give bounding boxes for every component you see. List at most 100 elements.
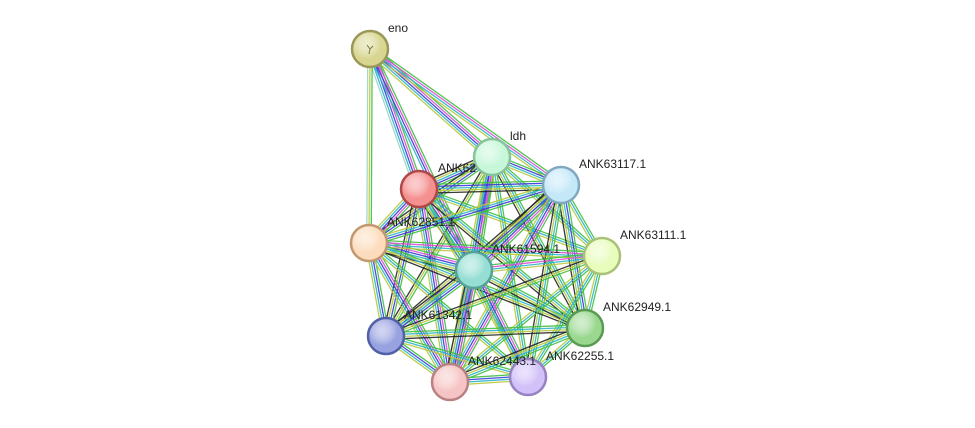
edge-line bbox=[446, 269, 472, 382]
edge-line bbox=[367, 51, 560, 189]
edge-line bbox=[372, 47, 478, 269]
edge-line bbox=[369, 185, 562, 245]
edge-line bbox=[448, 324, 585, 380]
edge-ank62-ank62949-1 bbox=[416, 185, 588, 332]
node-shading bbox=[567, 310, 603, 346]
edge-line bbox=[473, 269, 529, 378]
edge-line bbox=[384, 188, 419, 336]
edge-line bbox=[366, 51, 490, 161]
edge-eno-ank62 bbox=[365, 47, 424, 191]
node-ank62949-1[interactable] bbox=[565, 308, 605, 348]
edge-line bbox=[368, 49, 561, 187]
edge-eno-ank63117-1 bbox=[367, 45, 564, 189]
node-label-eno: eno bbox=[388, 21, 408, 35]
node-border bbox=[454, 250, 494, 290]
node-ank61342-1[interactable] bbox=[366, 316, 406, 356]
node-label-ank62443-1: ANK62443.1 bbox=[468, 354, 536, 368]
edge-line bbox=[475, 268, 531, 377]
edge-line bbox=[385, 255, 603, 337]
node-label-ank61594-1: ANK61594.1 bbox=[492, 242, 560, 256]
node-border bbox=[430, 362, 470, 402]
edge-line bbox=[558, 185, 584, 329]
edge-line bbox=[368, 48, 371, 244]
node-shading bbox=[474, 139, 510, 175]
edge-line bbox=[370, 48, 476, 270]
edge-line bbox=[369, 241, 603, 256]
edge-line bbox=[449, 255, 603, 383]
edge-line bbox=[370, 47, 563, 185]
edge-line bbox=[420, 188, 453, 382]
edge-line bbox=[417, 189, 585, 330]
edge-line bbox=[367, 181, 561, 241]
node-ank62443-1[interactable] bbox=[430, 362, 470, 402]
node-ldh[interactable] bbox=[472, 137, 512, 177]
edge-line bbox=[450, 330, 587, 386]
edge-eno-ank62851-1 bbox=[366, 48, 373, 244]
node-border bbox=[472, 137, 512, 177]
node-shading bbox=[543, 167, 579, 203]
node-ank61594-1[interactable] bbox=[454, 250, 494, 290]
node-border bbox=[350, 29, 390, 69]
edge-line bbox=[418, 188, 451, 383]
edge-line bbox=[364, 244, 447, 385]
node-label-ank62: ANK62 bbox=[438, 161, 476, 175]
nodes-layer bbox=[349, 29, 622, 402]
node-shading bbox=[432, 364, 468, 400]
structure-icon bbox=[366, 44, 374, 55]
edge-line bbox=[471, 270, 527, 379]
node-border bbox=[541, 165, 581, 205]
edge-line bbox=[527, 255, 603, 378]
edge-line bbox=[419, 187, 587, 328]
edge-line bbox=[473, 254, 602, 270]
edge-line bbox=[454, 271, 481, 384]
edge-line bbox=[385, 253, 602, 335]
edge-line bbox=[469, 271, 525, 380]
edge-line bbox=[366, 48, 369, 243]
edge-ank61594-1-ank62255-1 bbox=[469, 267, 533, 380]
node-label-ank62851-1: ANK62851.1 bbox=[387, 215, 455, 229]
edge-line bbox=[418, 179, 561, 186]
node-shading bbox=[584, 238, 620, 274]
edge-line bbox=[369, 240, 530, 376]
edge-line bbox=[443, 268, 470, 381]
edge-ank63117-1-ank62851-1 bbox=[367, 181, 563, 247]
edge-ank61342-1-ank62255-1 bbox=[385, 333, 529, 380]
edge-line bbox=[419, 188, 562, 195]
edge-line bbox=[372, 45, 496, 155]
edge-line bbox=[371, 48, 422, 189]
node-label-ank62949-1: ANK62949.1 bbox=[603, 300, 671, 314]
node-label-ank61342-1: ANK61342.1 bbox=[404, 308, 472, 322]
node-ank62255-1[interactable] bbox=[508, 357, 548, 397]
edge-line bbox=[529, 256, 605, 379]
node-label-ank63111-1: ANK63111.1 bbox=[620, 228, 687, 242]
node-border bbox=[565, 308, 605, 348]
edge-line bbox=[371, 45, 564, 183]
edge-line bbox=[418, 184, 562, 190]
edge-line bbox=[420, 185, 588, 326]
edge-ank63111-1-ank61342-1 bbox=[385, 253, 603, 339]
edge-line bbox=[367, 49, 418, 190]
node-ank63111-1[interactable] bbox=[582, 236, 622, 276]
edge-line bbox=[371, 46, 494, 156]
edge-line bbox=[386, 330, 586, 340]
node-eno[interactable] bbox=[350, 29, 390, 69]
node-border bbox=[349, 223, 389, 263]
edge-ank61342-1-ank62949-1 bbox=[385, 324, 586, 340]
edge-line bbox=[365, 50, 416, 191]
edge-line bbox=[416, 191, 584, 332]
edge-line bbox=[385, 326, 585, 336]
edge-line bbox=[492, 156, 587, 328]
edge-ank62-ank61342-1 bbox=[382, 188, 423, 337]
node-ank62[interactable] bbox=[399, 169, 439, 209]
edge-line bbox=[419, 186, 562, 192]
edge-line bbox=[452, 270, 478, 383]
edge-line bbox=[370, 49, 373, 244]
edge-line bbox=[473, 252, 602, 268]
edge-line bbox=[386, 333, 529, 376]
edge-line bbox=[525, 254, 601, 377]
node-ank62851-1[interactable] bbox=[349, 223, 389, 263]
edge-line bbox=[369, 239, 603, 254]
edge-ank63111-1-ank62255-1 bbox=[525, 254, 605, 379]
node-ank63117-1[interactable] bbox=[541, 165, 581, 205]
